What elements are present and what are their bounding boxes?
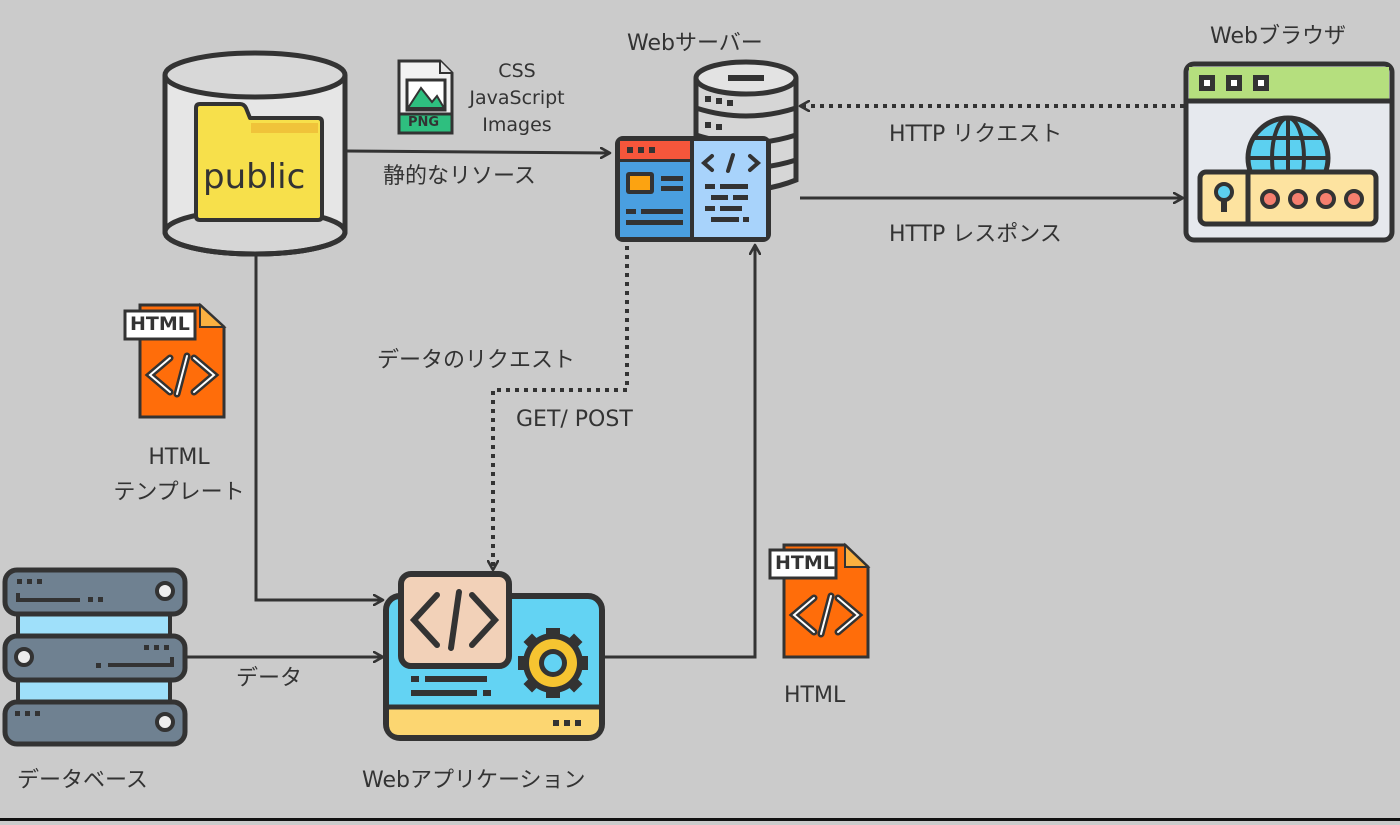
- edge-label-http-response: HTTP レスポンス: [889, 222, 1062, 247]
- public-store-icon: [162, 50, 348, 257]
- folder-icon: [194, 102, 324, 222]
- database-label: データベース: [17, 768, 148, 793]
- web-server-label: Webサーバー: [627, 31, 763, 56]
- html-template-label-line1: HTML: [148, 445, 210, 470]
- html-output-icon-text: HTML: [775, 552, 835, 574]
- html-template-label: HTML テンプレート: [96, 440, 262, 510]
- html-template-icon-text: HTML: [130, 313, 190, 335]
- edge-data-request: [493, 246, 629, 570]
- edge-html-flow: [604, 245, 755, 659]
- html-output-file-icon: [768, 542, 871, 659]
- asset-css: CSS: [498, 60, 536, 82]
- password-dots: [1260, 189, 1364, 209]
- png-icon-text: PNG: [408, 115, 440, 130]
- html-template-file-icon: [123, 302, 227, 419]
- asset-images: Images: [482, 114, 552, 136]
- edge-label-get-post: GET/ POST: [516, 407, 633, 432]
- bottom-border: [0, 818, 1400, 821]
- edge-label-static-resources: 静的なリソース: [383, 164, 536, 189]
- edge-label-http-request: HTTP リクエスト: [889, 122, 1063, 147]
- edge-template-flow: [254, 255, 383, 600]
- static-assets-list: CSS JavaScript Images: [462, 58, 572, 139]
- edge-label-data: データ: [236, 666, 303, 691]
- png-file-icon: [397, 59, 454, 135]
- edge-static-resources: [345, 151, 610, 153]
- browser-icon: [1183, 61, 1395, 243]
- asset-javascript: JavaScript: [469, 87, 565, 109]
- web-app-icon: [383, 571, 605, 741]
- edge-label-data-request: データのリクエスト: [377, 348, 576, 373]
- html-output-label: HTML: [784, 683, 846, 708]
- web-browser-label: Webブラウザ: [1210, 24, 1346, 49]
- database-server-icon: [2, 567, 188, 747]
- web-app-label: Webアプリケーション: [362, 768, 586, 793]
- public-label: public: [203, 157, 306, 197]
- gear-icon: [518, 628, 588, 698]
- web-server-icon: [615, 59, 799, 242]
- html-template-label-line2: テンプレート: [113, 480, 245, 505]
